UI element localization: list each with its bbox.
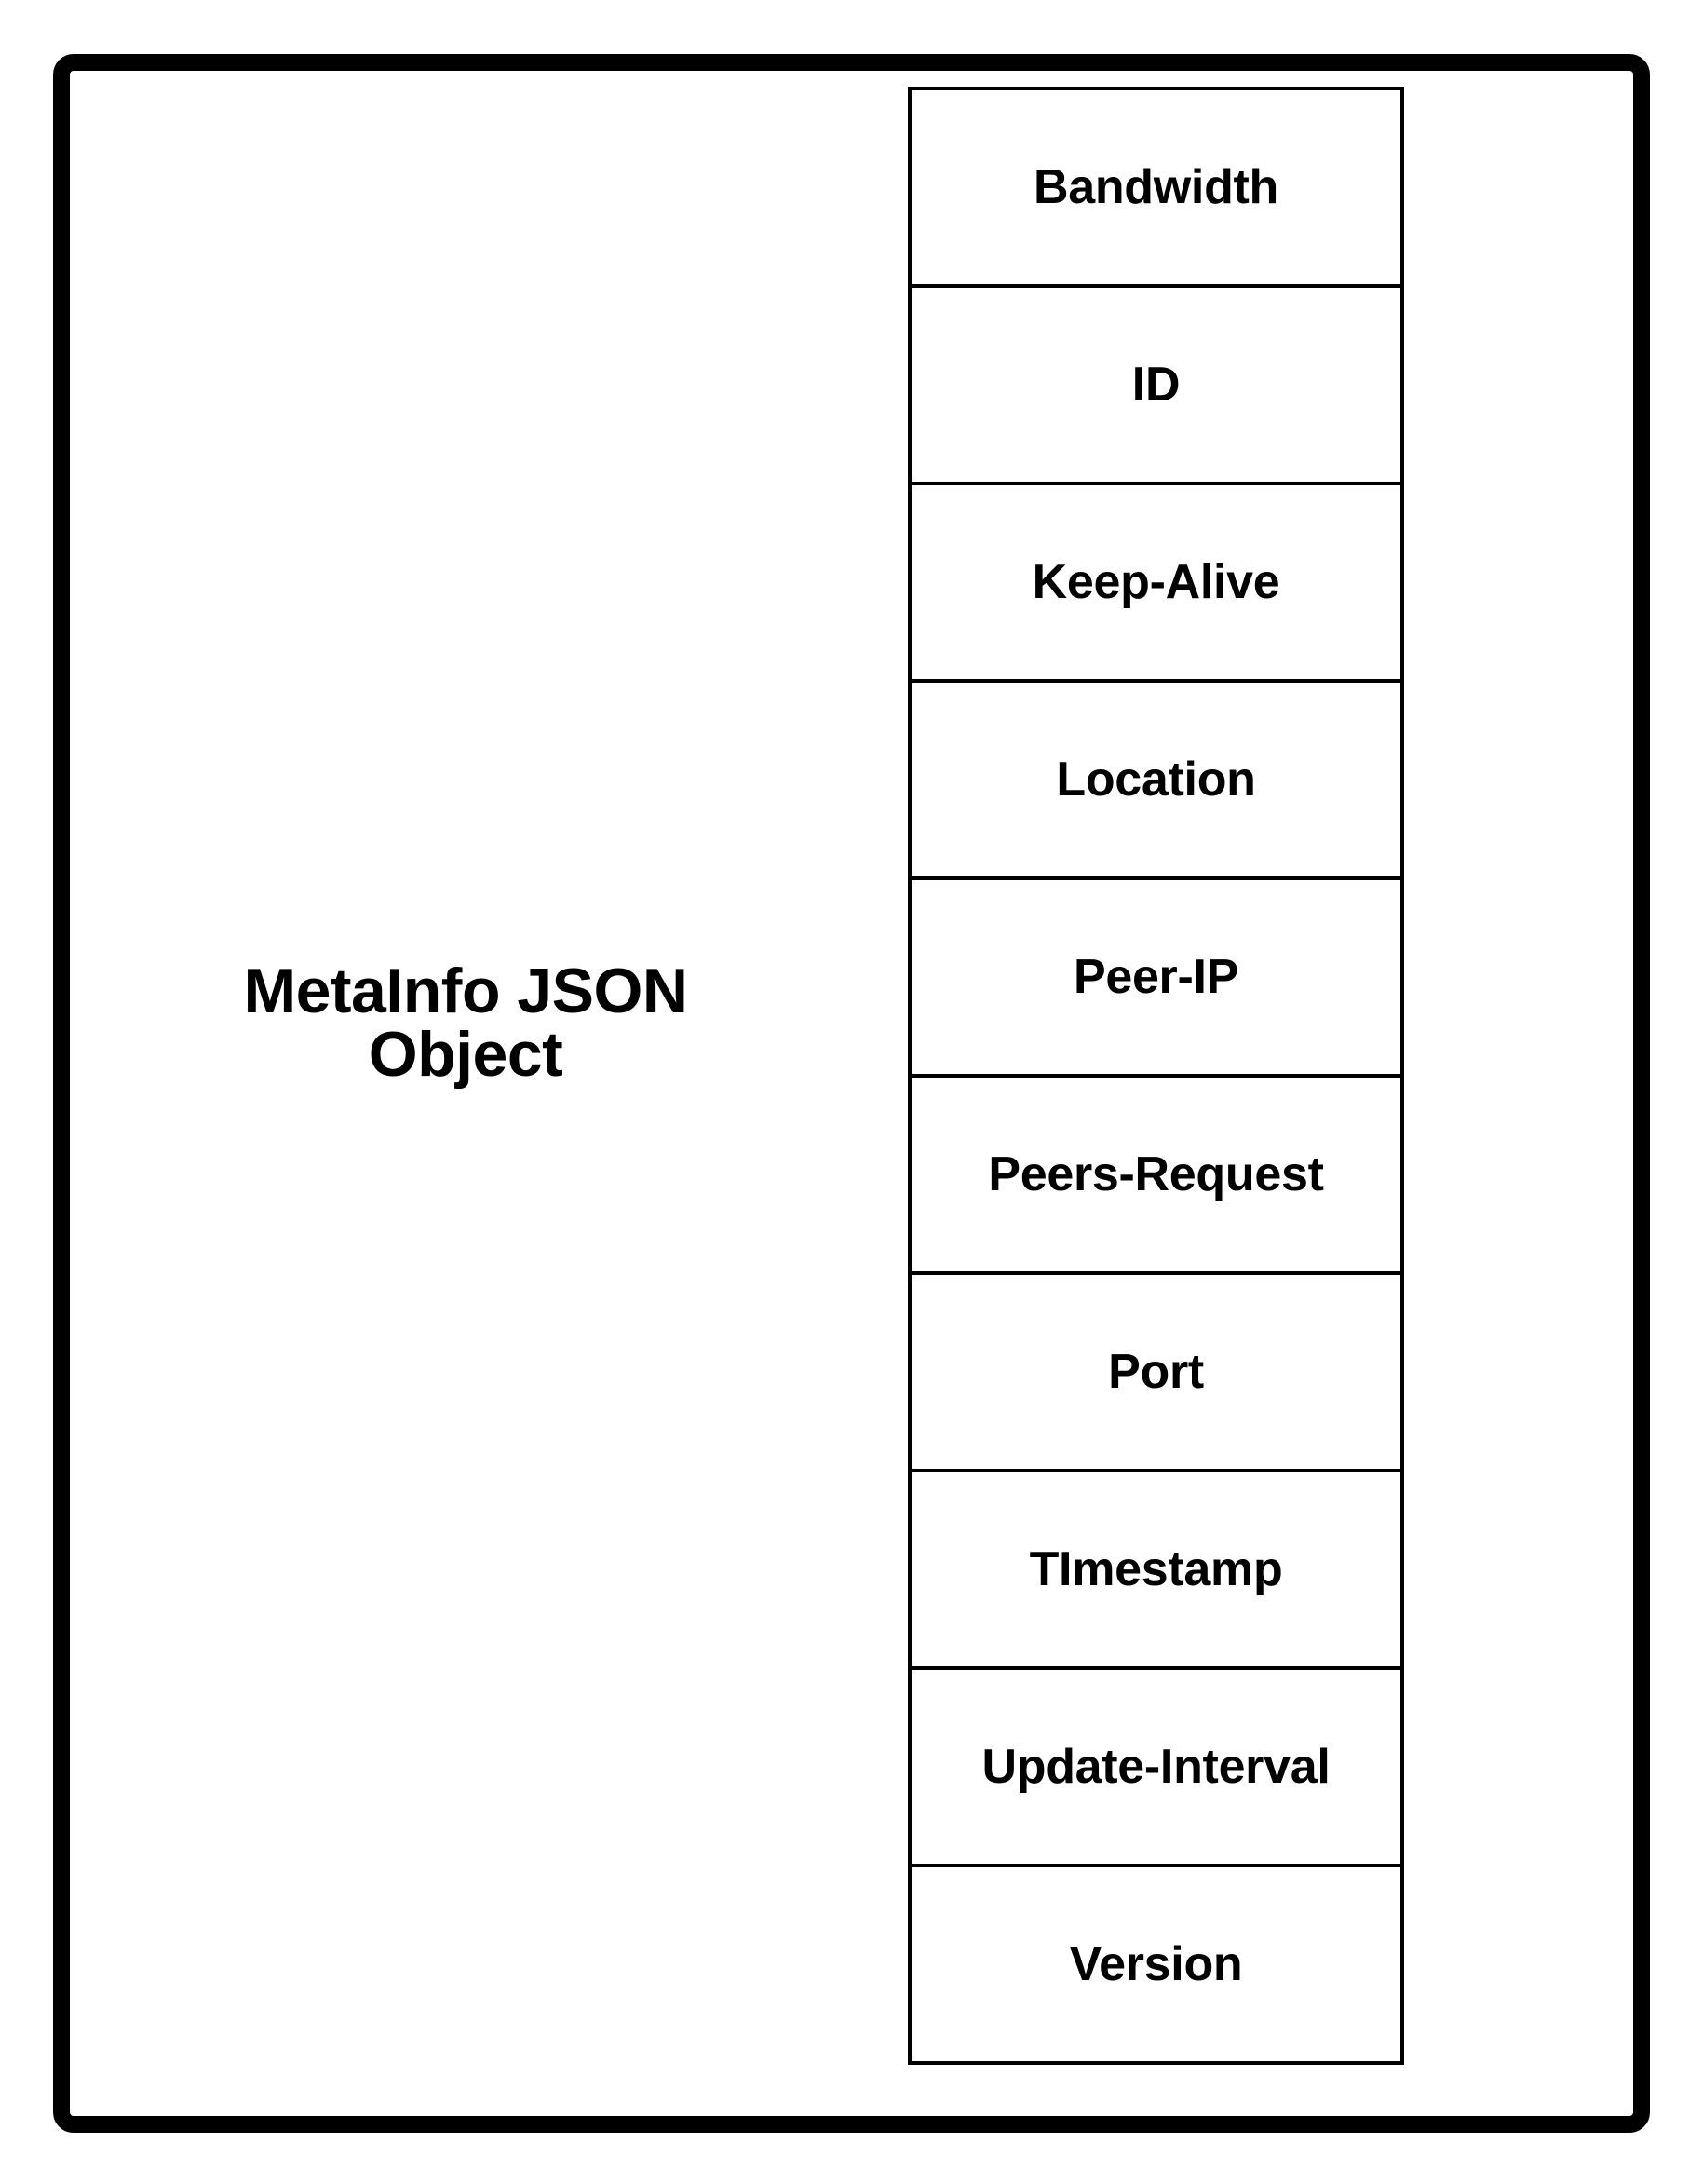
- attribute-label-peer-ip: Peer-IP: [1073, 949, 1239, 1004]
- outer-frame-border: [53, 54, 1650, 2133]
- attribute-label-update-interval: Update-Interval: [981, 1739, 1331, 1794]
- table-row: Keep-Alive: [912, 485, 1400, 683]
- attribute-label-port: Port: [1108, 1344, 1204, 1399]
- table-row: TImestamp: [912, 1472, 1400, 1670]
- attribute-label-version: Version: [1069, 1936, 1243, 1991]
- table-row: Peers-Request: [912, 1078, 1400, 1275]
- attribute-label-bandwidth: Bandwidth: [1033, 159, 1279, 214]
- entity-label-line-2: Object: [368, 1019, 563, 1090]
- table-row: Bandwidth: [912, 90, 1400, 288]
- table-row: Peer-IP: [912, 880, 1400, 1078]
- table-row: Port: [912, 1275, 1400, 1472]
- attribute-label-location: Location: [1056, 752, 1256, 807]
- entity-label: MetaInfo JSON Object: [112, 959, 819, 1086]
- table-row: Location: [912, 683, 1400, 880]
- attribute-label-keep-alive: Keep-Alive: [1032, 554, 1280, 609]
- attribute-label-timestamp: TImestamp: [1029, 1541, 1283, 1596]
- entity-label-line-1: MetaInfo JSON: [243, 956, 688, 1026]
- attribute-label-peers-request: Peers-Request: [988, 1146, 1324, 1201]
- attribute-table: Bandwidth ID Keep-Alive Location Peer-IP…: [908, 87, 1404, 2065]
- table-row: ID: [912, 288, 1400, 485]
- table-row: Update-Interval: [912, 1670, 1400, 1867]
- attribute-label-id: ID: [1131, 357, 1181, 412]
- table-row: Version: [912, 1867, 1400, 2065]
